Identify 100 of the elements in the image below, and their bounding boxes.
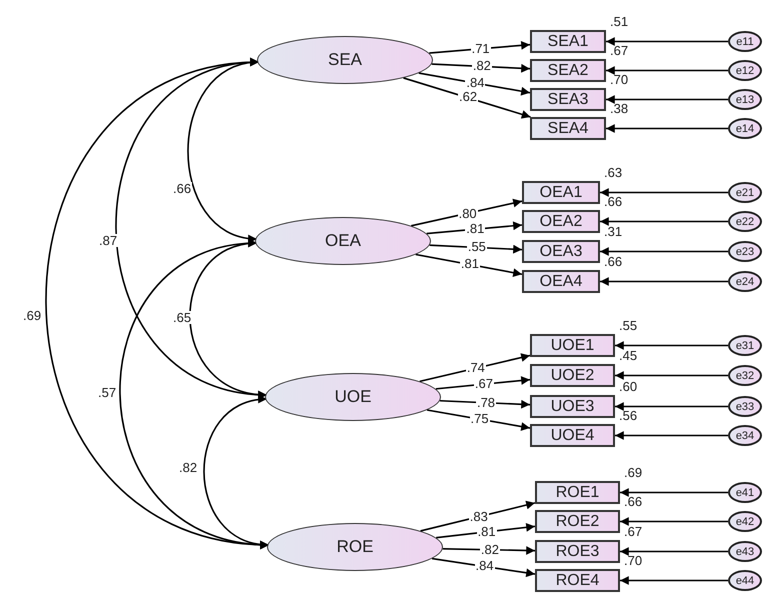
path-arrow xyxy=(432,63,530,73)
path-arrow xyxy=(420,500,536,532)
variable-label: ROE4 xyxy=(556,572,600,590)
error-term-circle xyxy=(728,31,762,52)
edge-label: .74 xyxy=(466,361,486,374)
variable-label: UOE4 xyxy=(550,426,594,444)
edge-label: .67 xyxy=(474,377,494,390)
variable-label: e13 xyxy=(736,94,754,106)
variable-label: SEA1 xyxy=(548,32,588,50)
path-arrow xyxy=(420,353,530,382)
observed-variable-box xyxy=(530,364,615,387)
r-squared-value: .66 xyxy=(604,195,622,208)
variable-label: UOE1 xyxy=(550,336,594,354)
path-arrow xyxy=(620,547,728,556)
variable-label: OEA3 xyxy=(540,242,582,260)
observed-variable-box xyxy=(522,240,600,263)
variable-label: OEA4 xyxy=(540,272,582,290)
path-arrow xyxy=(620,517,728,526)
edge-label: .71 xyxy=(470,42,491,55)
observed-variable-box xyxy=(530,424,615,447)
edge-label: .84 xyxy=(465,76,486,89)
edge-label: .69 xyxy=(22,309,42,322)
path-arrow xyxy=(430,244,522,254)
path-arrow xyxy=(606,66,728,75)
path-arrow xyxy=(615,402,728,411)
path-arrow xyxy=(620,488,728,497)
r-squared-value: .60 xyxy=(619,380,638,393)
edge-label: .81 xyxy=(460,257,480,270)
edge-label: .65 xyxy=(172,311,192,324)
error-term-circle xyxy=(728,271,762,292)
path-arrow xyxy=(600,277,728,286)
path-arrow xyxy=(606,37,728,46)
variable-label: e44 xyxy=(736,574,754,586)
observed-variable-box xyxy=(530,30,606,53)
path-arrow xyxy=(436,376,530,390)
path-arrow xyxy=(606,95,728,104)
observed-variable-box xyxy=(530,59,606,82)
error-term-circle xyxy=(728,396,762,417)
error-term-circle xyxy=(728,241,762,262)
r-squared-value: .70 xyxy=(624,554,642,567)
edge-label: .57 xyxy=(97,386,118,399)
variable-label: OEA xyxy=(325,231,361,251)
path-arrow xyxy=(620,576,728,585)
variable-label: OEA2 xyxy=(540,212,582,230)
edge-label: .81 xyxy=(476,525,497,538)
observed-variable-box xyxy=(530,88,606,111)
variable-label: ROE xyxy=(336,537,374,557)
covariance-arrow xyxy=(203,396,270,548)
edge-label: .66 xyxy=(172,182,192,195)
observed-variable-box xyxy=(522,181,600,204)
error-term-circle xyxy=(728,118,762,139)
error-term-circle xyxy=(728,570,762,591)
edge-label: .84 xyxy=(474,559,495,572)
error-term-circle xyxy=(728,89,762,110)
variable-label: SEA2 xyxy=(548,62,588,80)
path-arrow xyxy=(615,341,728,350)
edge-label: .82 xyxy=(178,461,198,474)
edge-label: .87 xyxy=(98,234,118,247)
observed-variable-box xyxy=(530,334,615,357)
variable-label: e31 xyxy=(736,340,754,352)
error-term-circle xyxy=(728,60,762,81)
variable-label: e22 xyxy=(736,216,754,228)
path-arrow xyxy=(600,217,728,226)
edge-label: .75 xyxy=(470,412,490,425)
variable-label: e42 xyxy=(736,516,754,528)
path-arrow xyxy=(615,431,728,440)
variable-label: e14 xyxy=(736,122,754,134)
observed-variable-box xyxy=(522,270,600,293)
variable-label: e23 xyxy=(736,246,754,258)
r-squared-value: .45 xyxy=(619,349,638,362)
error-term-circle xyxy=(728,182,762,203)
r-squared-value: .63 xyxy=(604,166,622,179)
observed-variable-box xyxy=(530,117,606,140)
variable-label: e32 xyxy=(736,370,754,382)
variable-label: e11 xyxy=(736,36,754,48)
path-arrow xyxy=(403,77,531,119)
edge-label: .62 xyxy=(458,90,478,104)
error-term-circle xyxy=(728,541,762,562)
r-squared-value: .38 xyxy=(610,102,628,115)
path-arrow xyxy=(429,41,530,54)
path-arrow xyxy=(411,198,522,227)
edge-label: .80 xyxy=(458,206,478,220)
path-arrow xyxy=(442,546,536,555)
variable-label: SEA3 xyxy=(548,90,588,108)
edge-label: .55 xyxy=(466,240,487,254)
path-arrow xyxy=(432,558,536,578)
path-arrow xyxy=(606,124,728,133)
variable-label: SEA4 xyxy=(548,120,588,138)
variable-label: e43 xyxy=(736,546,754,558)
variable-label: ROE3 xyxy=(556,542,600,560)
error-term-circle xyxy=(728,335,762,356)
edge-label: .82 xyxy=(480,542,500,556)
variable-label: UOE xyxy=(334,387,372,407)
path-arrow xyxy=(600,188,728,197)
variable-label: SEA xyxy=(328,50,362,70)
variable-label: e21 xyxy=(736,186,754,198)
path-arrow xyxy=(426,409,530,431)
variable-label: e34 xyxy=(736,430,754,442)
error-term-circle xyxy=(728,511,762,532)
variable-label: ROE2 xyxy=(556,512,600,530)
